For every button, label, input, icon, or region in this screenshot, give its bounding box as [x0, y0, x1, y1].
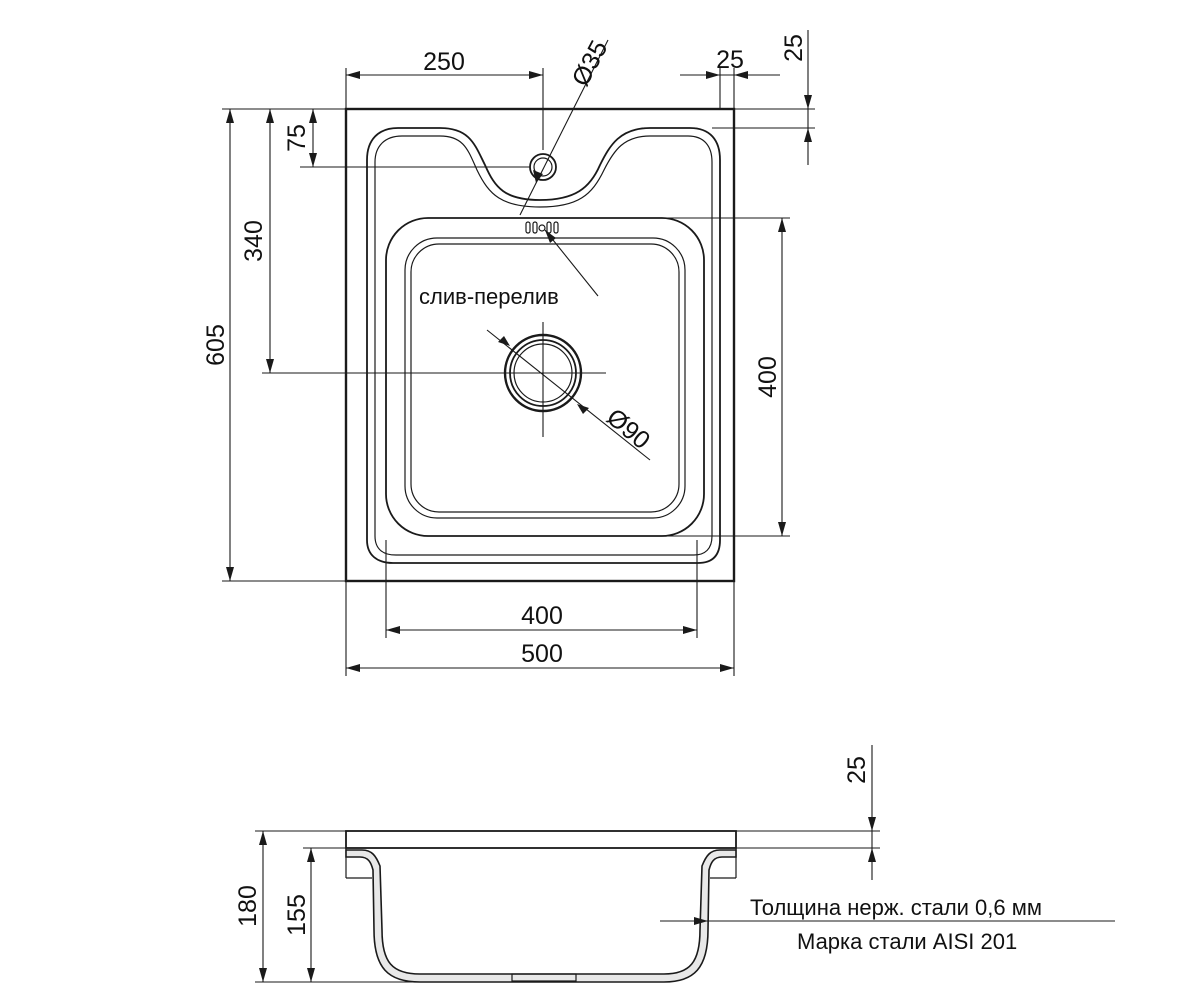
dim-25-top: 25	[712, 30, 815, 165]
dim-25-right: 25	[680, 46, 780, 109]
top-view: 250 Ø35 25 25	[202, 30, 815, 676]
dim-drain-diameter-label: Ø90	[601, 403, 655, 455]
dim-side-25: 25	[736, 745, 880, 880]
dim-side-180: 180	[234, 830, 420, 983]
side-bowl	[345, 849, 737, 983]
dim-500: 500	[345, 581, 735, 676]
dim-400-vertical: 400	[640, 217, 790, 537]
bowl-inner-2	[410, 243, 680, 513]
material-notes: Толщина нерж. стали 0,6 мм Марка стали A…	[660, 895, 1115, 954]
dim-25-top-label: 25	[780, 34, 808, 62]
bowl-inner	[404, 237, 686, 519]
drain	[495, 322, 606, 437]
dim-340: 340	[240, 108, 505, 374]
dim-hole-diameter: Ø35	[519, 36, 613, 216]
dim-400-horizontal: 400	[385, 540, 698, 638]
dim-25-right-label: 25	[716, 46, 744, 74]
dim-250: 250	[345, 48, 544, 150]
dim-500-label: 500	[521, 640, 563, 668]
dim-340-label: 340	[240, 220, 268, 262]
drain-outlet	[511, 973, 577, 982]
note-thickness: Толщина нерж. стали 0,6 мм	[750, 895, 1042, 920]
dim-side-180-label: 180	[234, 885, 262, 927]
dim-605: 605	[202, 108, 346, 582]
overflow-slots	[525, 221, 559, 234]
dim-605-label: 605	[202, 324, 230, 366]
dim-side-155-label: 155	[283, 894, 311, 936]
bowl-outer	[385, 217, 705, 537]
faucet-hole	[529, 153, 557, 181]
sink-outline	[344, 107, 736, 583]
dim-75-label: 75	[283, 124, 311, 152]
overflow-leader: слив-перелив	[419, 229, 599, 309]
dim-250-label: 250	[423, 48, 465, 76]
dim-side-155: 155	[283, 847, 346, 982]
note-steel-grade: Марка стали AISI 201	[797, 929, 1017, 954]
side-flange	[345, 830, 737, 849]
rim-inner	[374, 135, 713, 556]
side-view: 25 180 155 Толщина нерж. стали 0,6 мм Ма…	[234, 745, 1115, 983]
dim-75: 75	[283, 108, 530, 168]
dim-400-horizontal-label: 400	[521, 602, 563, 630]
rim-outer	[366, 127, 721, 564]
dim-side-25-label: 25	[843, 756, 871, 784]
overflow-label: слив-перелив	[419, 284, 559, 309]
dim-400-vertical-label: 400	[754, 356, 782, 398]
